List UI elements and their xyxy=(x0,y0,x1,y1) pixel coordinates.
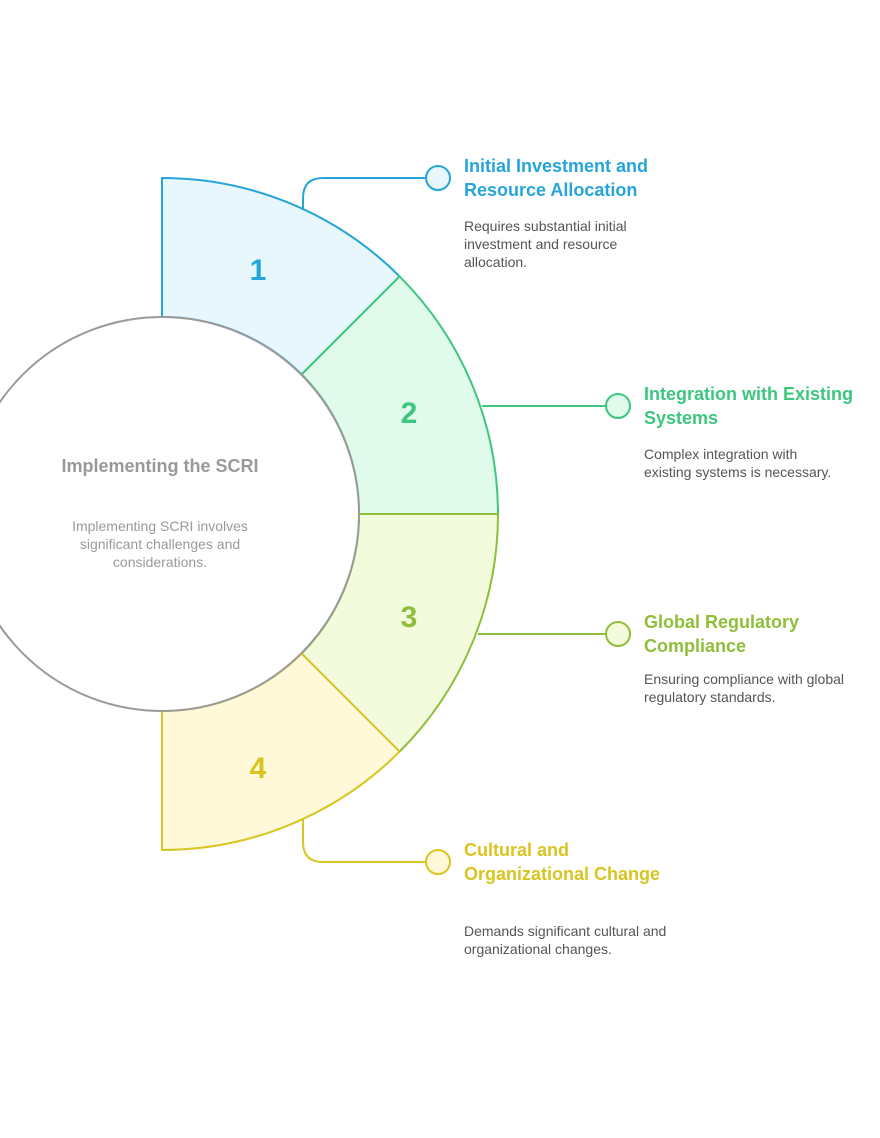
step-4-description: Demands significant cultural and organiz… xyxy=(464,923,667,957)
step-1-description: Requires substantial initial investment … xyxy=(464,218,627,270)
step-2-title: Integration with Existing Systems xyxy=(644,384,854,428)
step-3-title: Global Regulatory Compliance xyxy=(644,612,800,656)
step-1-title: Initial Investment and Resource Allocati… xyxy=(464,156,649,200)
connector-dot-3 xyxy=(605,621,631,647)
step-number-1: 1 xyxy=(250,254,267,287)
step-number-3: 3 xyxy=(401,601,418,634)
step-3-description: Ensuring compliance with global regulato… xyxy=(644,671,844,705)
connector-4 xyxy=(302,818,426,863)
connector-dot-1 xyxy=(425,165,451,191)
connector-1 xyxy=(302,177,426,210)
center-description: Implementing SCRI involves significant c… xyxy=(72,518,248,570)
center-title: Implementing the SCRI xyxy=(61,456,259,476)
connector-dot-4 xyxy=(425,849,451,875)
step-number-4: 4 xyxy=(250,752,267,785)
connector-dot-2 xyxy=(605,393,631,419)
step-number-2: 2 xyxy=(401,397,418,430)
step-2-description: Complex integration with existing system… xyxy=(644,446,832,480)
center-circle xyxy=(0,316,360,712)
step-4-title: Cultural and Organizational Change xyxy=(464,840,661,884)
